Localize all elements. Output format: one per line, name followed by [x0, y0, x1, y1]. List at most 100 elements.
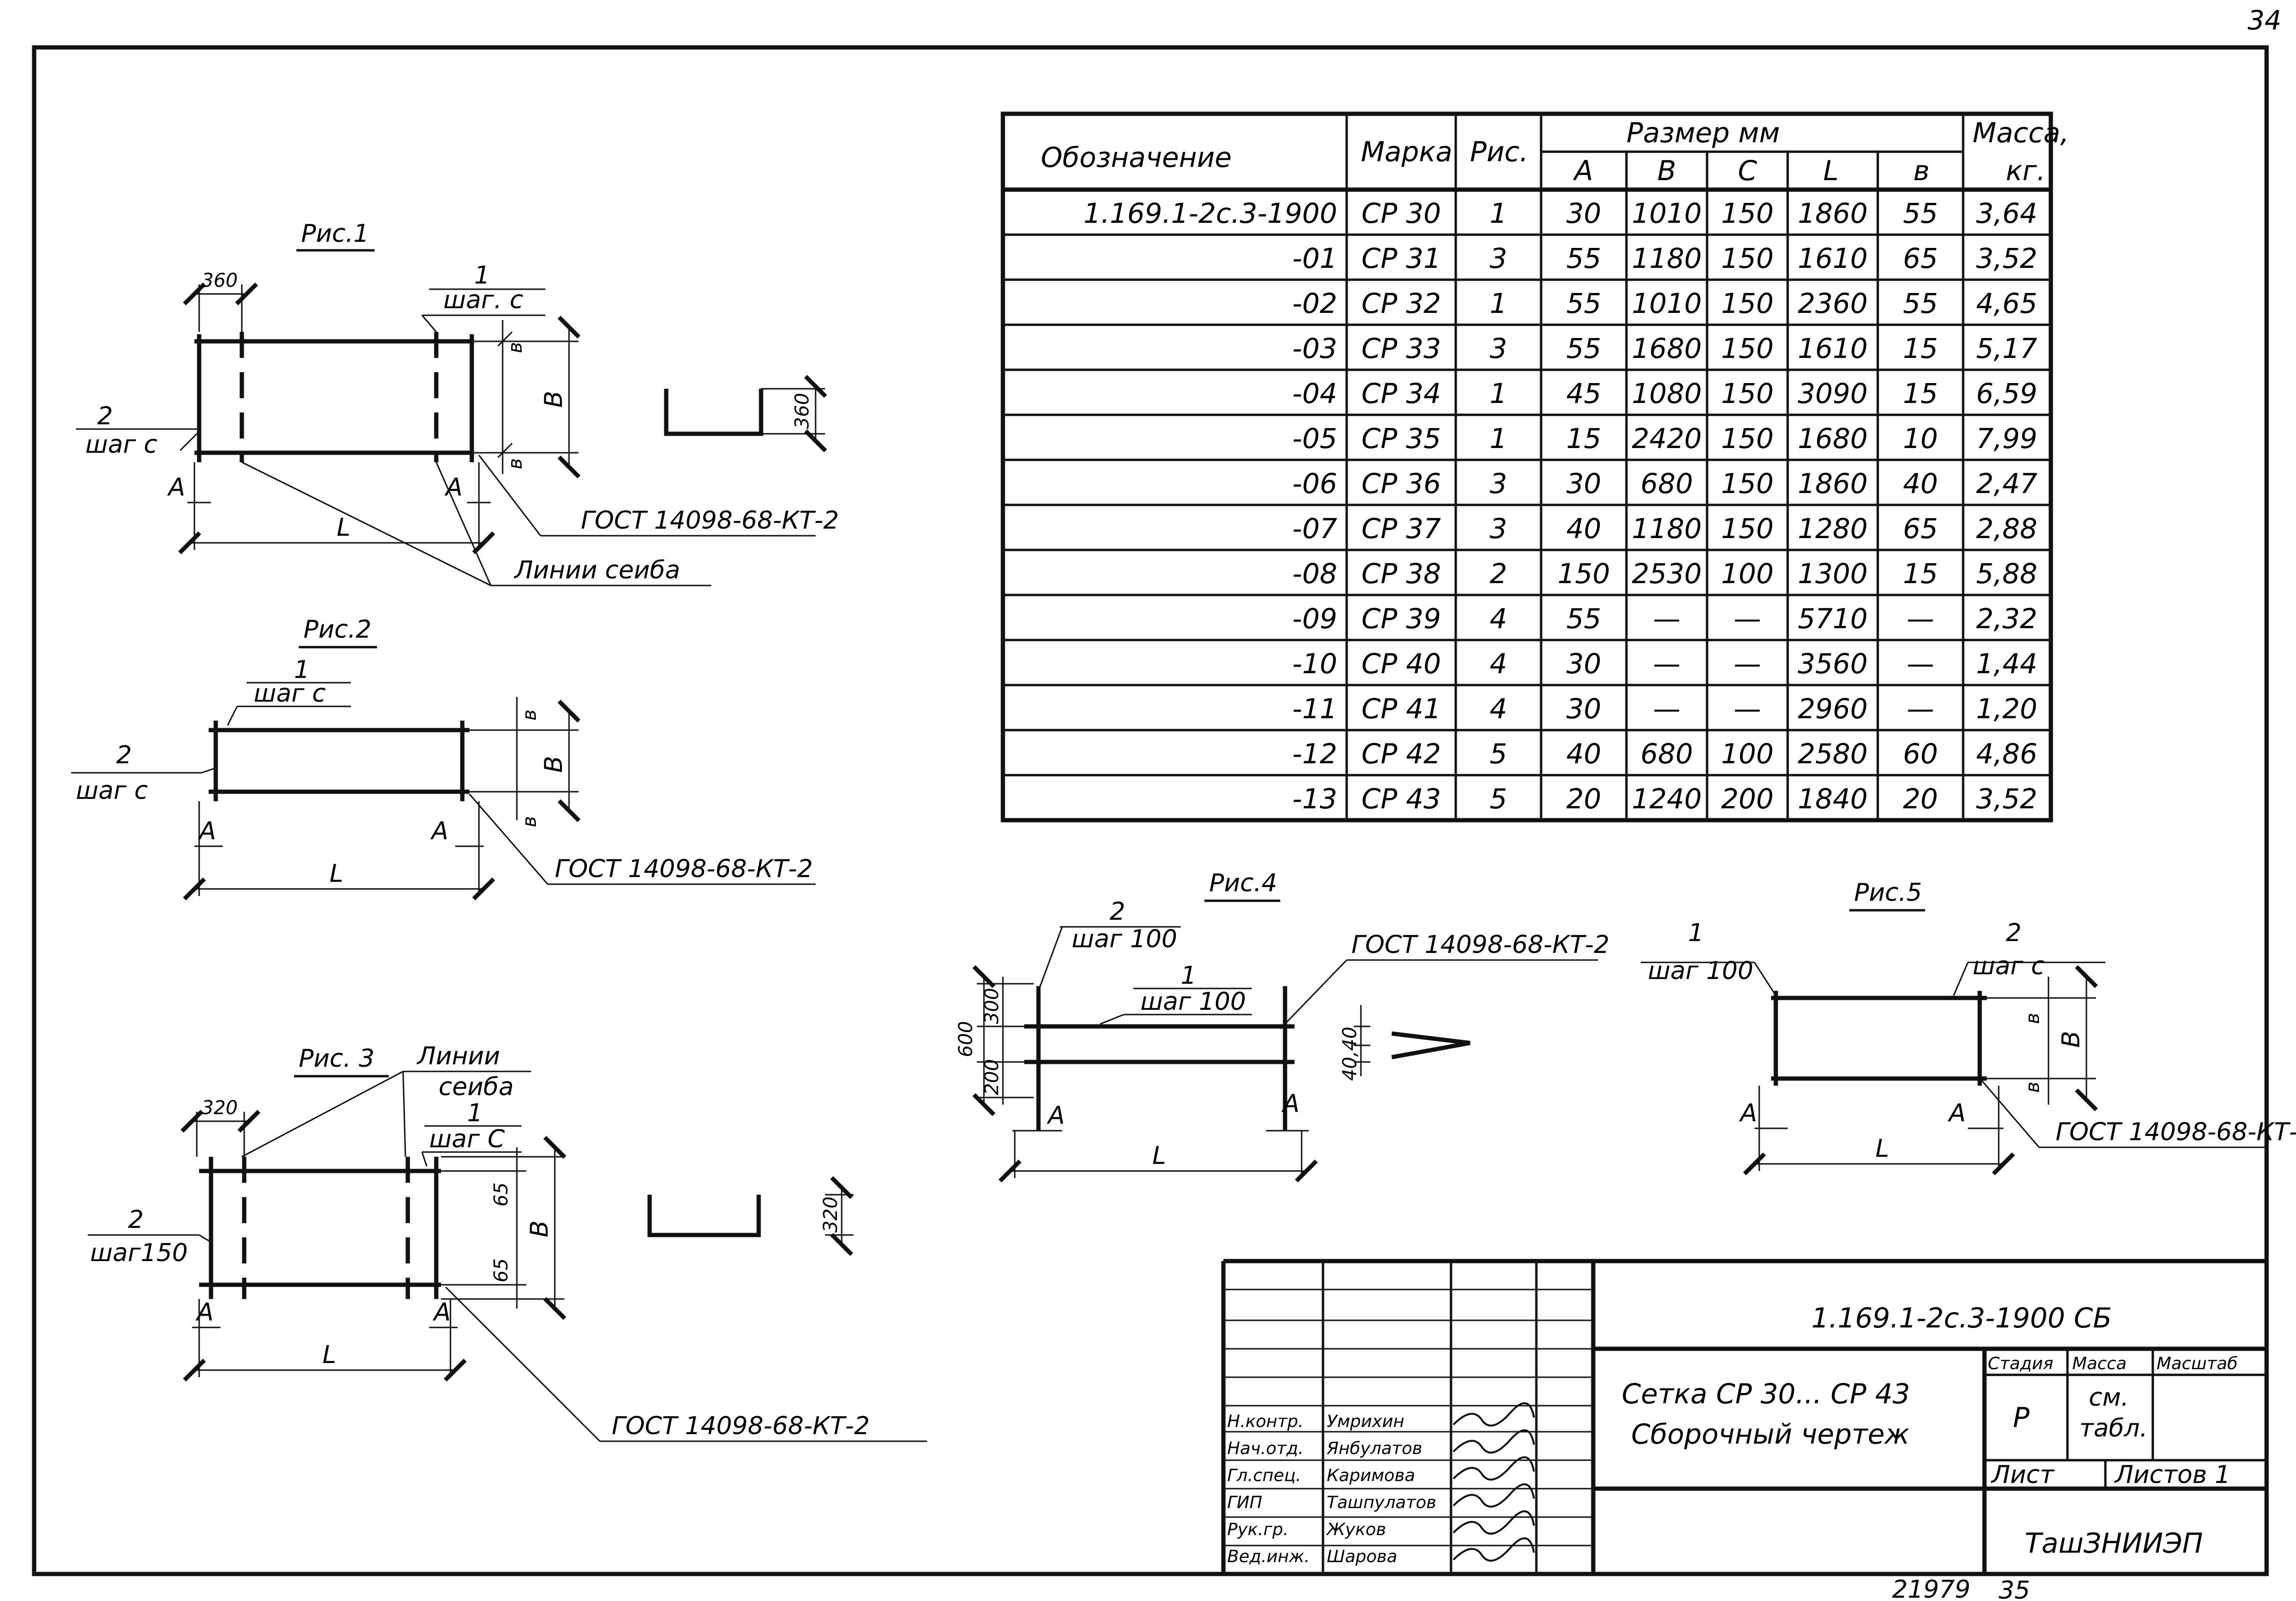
signature-mark: [1452, 1483, 1535, 1508]
fig5-dim-v-bottom: в: [2022, 1081, 2044, 1093]
signature-mark: [1452, 1537, 1535, 1562]
signer-role: Н.контр.: [1227, 1412, 1304, 1431]
mass-value2: табл.: [2079, 1414, 2148, 1443]
table-cell-l: 1610: [1798, 242, 1868, 274]
table-cell-mark: СР 32: [1361, 287, 1441, 320]
table-cell-c: 150: [1721, 512, 1774, 545]
table-cell-b: 1180: [1632, 512, 1702, 545]
table-cell-b: 1010: [1632, 197, 1702, 229]
table-cell-b: —: [1653, 648, 1681, 680]
fig3-profile-dim: 320: [820, 1197, 842, 1233]
table-cell-fig: 5: [1490, 783, 1507, 815]
fig2-dim-v-bottom: в: [519, 816, 541, 827]
table-cell-c: 150: [1721, 242, 1774, 274]
signer-name: Жуков: [1326, 1520, 1386, 1539]
table-cell-l: 3560: [1798, 648, 1868, 680]
signer-name: Шарова: [1327, 1547, 1397, 1566]
doc-code: 1.169.1-2с.3-1900 СБ: [1811, 1302, 2112, 1334]
fig4-pos1: 1: [1181, 961, 1196, 990]
fig5-gost: ГОСТ 14098-68-КТ-2: [2056, 1118, 2296, 1146]
fig1-dim-a-left: A: [167, 473, 185, 502]
table-cell-v: —: [1907, 603, 1934, 635]
table-cell-designation: -07: [1292, 512, 1337, 545]
table-cell-mark: СР 34: [1361, 377, 1441, 410]
fig1-dim-l: L: [337, 513, 350, 542]
table-cell-l: 1860: [1798, 467, 1868, 500]
fig1-dim-v-bottom: в: [505, 458, 526, 469]
header-a: A: [1572, 155, 1593, 187]
table-cell-v: 65: [1903, 512, 1938, 545]
table-cell-fig: 2: [1490, 558, 1507, 590]
table-cell-mark: СР 38: [1361, 558, 1441, 590]
table-cell-fig: 1: [1490, 287, 1507, 320]
fig1-gost: ГОСТ 14098-68-КТ-2: [581, 506, 839, 535]
header-b: B: [1657, 155, 1676, 187]
org-name: ТашЗНИИЭП: [2025, 1527, 2203, 1559]
table-cell-mass: 2,47: [1976, 467, 2037, 500]
fig2-title: Рис.2: [303, 615, 371, 644]
table-cell-v: —: [1907, 648, 1934, 680]
fig1-pos1: 1: [474, 261, 490, 290]
fig4-dim-l: L: [1152, 1142, 1166, 1170]
table-cell-mark: СР 31: [1361, 242, 1441, 274]
figure-1: Рис.1 360 1 шаг. с 2 шаг с в в B: [76, 220, 839, 586]
table-cell-mass: 2,88: [1976, 512, 2037, 545]
signers: Н.контр.УмрихинНач.отд.ЯнбулатовГл.спец.…: [1227, 1402, 1535, 1566]
table-cell-v: 15: [1903, 558, 1938, 590]
table-cell-designation: -04: [1292, 377, 1337, 410]
table-cell-fig: 4: [1490, 603, 1507, 635]
table-cell-v: 55: [1903, 197, 1938, 229]
fig3-title: Рис. 3: [299, 1044, 375, 1073]
table-cell-designation: -01: [1292, 242, 1337, 274]
fig5-pos2: 2: [2006, 919, 2021, 947]
table-cell-l: 2360: [1798, 287, 1868, 320]
signature-mark: [1452, 1456, 1535, 1481]
header-mass: Масса,: [1973, 117, 2069, 149]
table-cell-designation: -09: [1292, 603, 1337, 635]
table-cell-fig: 4: [1490, 693, 1507, 725]
table-cell-a: 55: [1566, 287, 1601, 320]
signer-role: ГИП: [1227, 1493, 1262, 1512]
fig5-pos1: 1: [1688, 919, 1704, 947]
fig5-dim-l: L: [1875, 1134, 1889, 1163]
fig3-dim-l: L: [322, 1341, 336, 1369]
table-cell-mass: 6,59: [1976, 377, 2037, 410]
fig4-gost: ГОСТ 14098-68-КТ-2: [1351, 931, 1609, 959]
table-border: [1001, 111, 2053, 823]
table-cell-c: 100: [1721, 738, 1774, 770]
table-cell-fig: 1: [1490, 197, 1507, 229]
table-cell-a: 30: [1566, 693, 1601, 725]
table-cell-l: 1300: [1798, 558, 1868, 590]
table-cell-mark: СР 35: [1361, 422, 1441, 455]
fig4-dim-300: 300: [981, 988, 1003, 1024]
fig4-step2: шаг 100: [1072, 925, 1177, 953]
table-cell-b: 680: [1641, 467, 1693, 500]
fig3-gost: ГОСТ 14098-68-КТ-2: [612, 1412, 870, 1440]
table-cell-mark: СР 43: [1361, 783, 1441, 815]
figure-2: Рис.2 1 шаг с 2 шаг с в в B L A A: [71, 615, 816, 901]
table-cell-l: 2580: [1798, 738, 1868, 770]
title-name1: Сетка СР 30... СР 43: [1622, 1378, 1910, 1410]
table-cell-v: 65: [1903, 242, 1938, 274]
table-cell-b: 2420: [1632, 422, 1702, 455]
table-cell-b: 1240: [1632, 783, 1702, 815]
scale-header: Масштаб: [2157, 1354, 2238, 1373]
fig1-step1: шаг. с: [443, 286, 523, 314]
table-cell-b: 1010: [1632, 287, 1702, 320]
table-cell-b: 680: [1641, 738, 1693, 770]
table-cell-c: —: [1734, 648, 1761, 680]
table-cell-l: 1840: [1798, 783, 1868, 815]
signature-mark: [1452, 1402, 1535, 1427]
fig4-dim-200: 200: [981, 1059, 1003, 1095]
title-name2: Сборочный чертеж: [1631, 1418, 1910, 1450]
fig4-pos2: 2: [1110, 897, 1125, 926]
table-cell-b: 2530: [1632, 558, 1702, 590]
fig3-dim-a-right: A: [432, 1298, 451, 1327]
signer-name: Ташпулатов: [1327, 1493, 1436, 1512]
mass-value1: см.: [2089, 1383, 2129, 1412]
fig4-dim-a-right: A: [1281, 1089, 1300, 1118]
fig2-dim-a-right: A: [430, 817, 449, 845]
fig1-step2: шаг с: [85, 430, 157, 459]
header-dimensions: Размер мм: [1626, 117, 1780, 149]
